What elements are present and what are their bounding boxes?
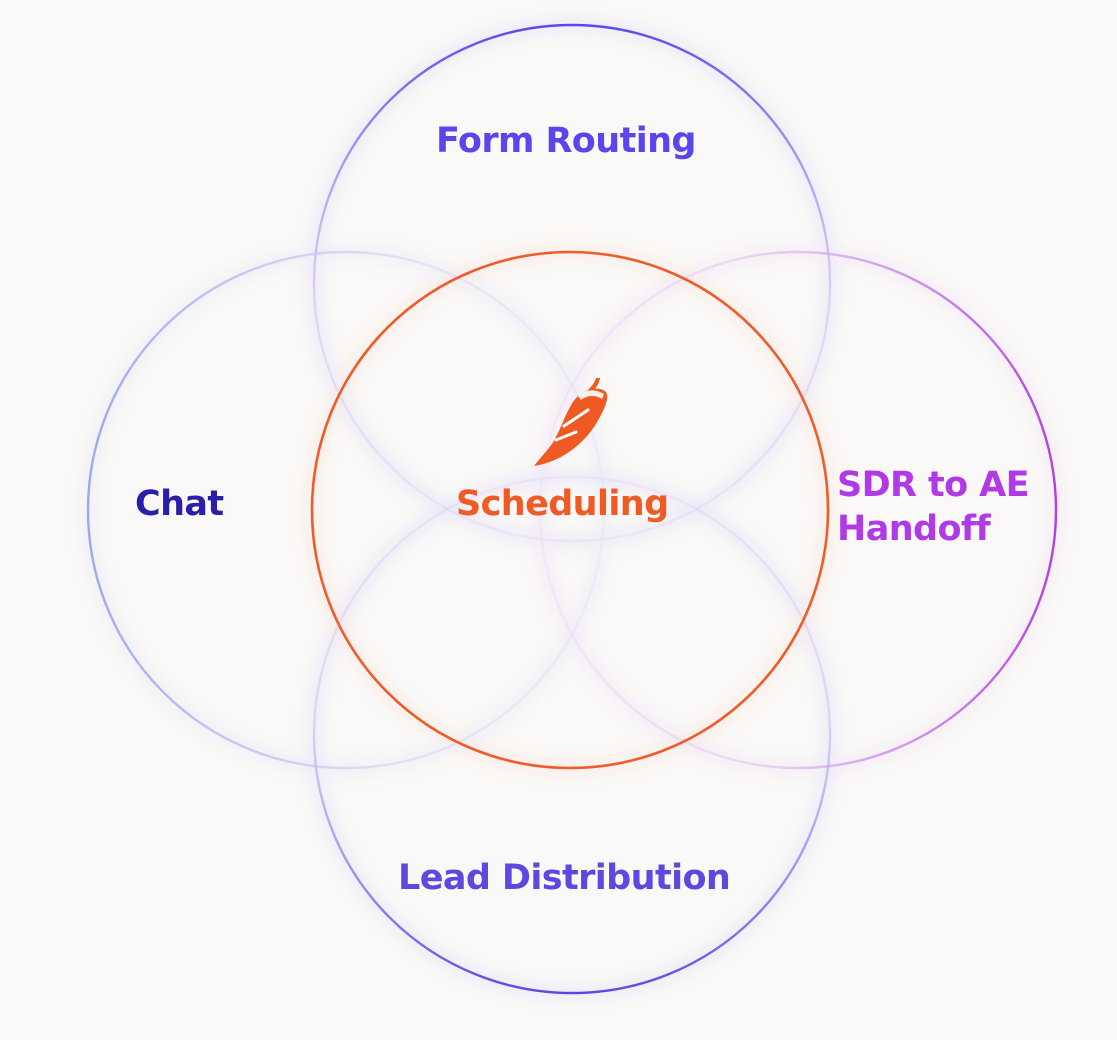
label-sdr-line-1: SDR to AE — [837, 465, 1030, 505]
circle-lead-distribution — [312, 475, 832, 995]
label-scheduling: Scheduling — [456, 484, 669, 524]
label-sdr-line-2: Handoff — [837, 509, 991, 549]
label-lead-distribution: Lead Distribution — [398, 858, 731, 898]
circle-scheduling — [310, 250, 830, 770]
chili-pepper-icon — [534, 378, 608, 466]
circle-form-routing — [312, 23, 832, 543]
label-sdr-to-ae-handoff: SDR to AE Handoff — [837, 463, 1030, 551]
label-chat: Chat — [135, 484, 224, 524]
circle-chat — [86, 250, 606, 770]
label-form-routing: Form Routing — [436, 121, 696, 161]
circle-sdr-to-ae-handoff — [538, 250, 1058, 770]
